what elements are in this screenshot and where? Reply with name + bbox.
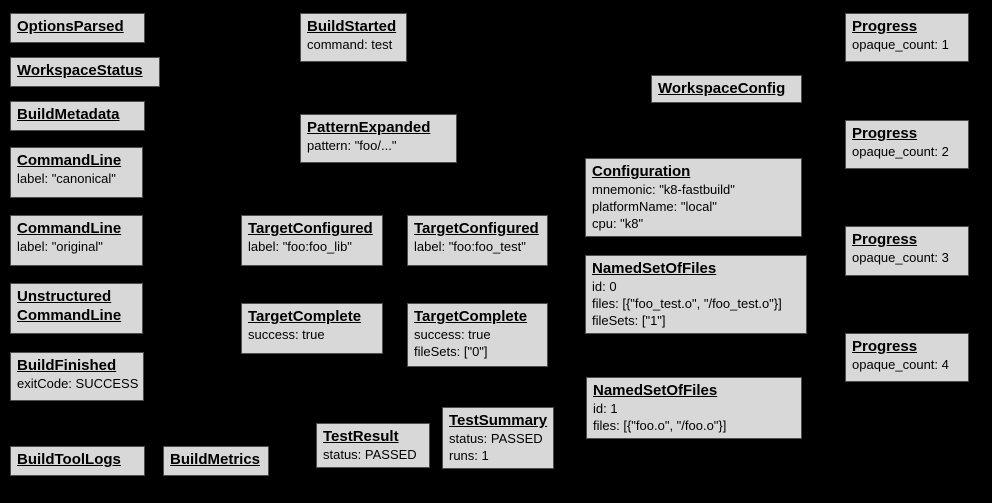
node-progress-3: Progress opaque_count: 3 <box>845 226 969 276</box>
node-target-configured-foo-lib: TargetConfigured label: "foo:foo_lib" <box>241 215 383 266</box>
node-title: NamedSetOfFiles <box>592 260 717 277</box>
node-title: Unstructured CommandLine <box>17 288 122 324</box>
node-title: TargetConfigured <box>248 220 373 237</box>
node-named-set-of-files-0: NamedSetOfFiles id: 0 files: [{"foo_test… <box>585 255 807 334</box>
node-attr: runs: 1 <box>449 448 489 463</box>
node-attr: platformName: "local" <box>592 199 717 214</box>
node-attr: id: 1 <box>593 401 618 416</box>
node-title: BuildMetadata <box>17 106 120 123</box>
node-title: NamedSetOfFiles <box>593 382 718 399</box>
node-build-finished: BuildFinished exitCode: SUCCESS <box>10 352 144 401</box>
node-title: TargetComplete <box>414 308 528 325</box>
node-test-summary: TestSummary status: PASSED runs: 1 <box>442 407 554 469</box>
node-attr: label: "canonical" <box>17 171 116 186</box>
node-attr: command: test <box>307 37 393 52</box>
node-pattern-expanded: PatternExpanded pattern: "foo/..." <box>300 114 457 163</box>
node-progress-2: Progress opaque_count: 2 <box>845 120 969 169</box>
node-build-tool-logs: BuildToolLogs <box>10 446 145 476</box>
node-configuration: Configuration mnemonic: "k8-fastbuild" p… <box>585 158 802 237</box>
node-attr: mnemonic: "k8-fastbuild" <box>592 182 735 197</box>
node-workspace-status: WorkspaceStatus <box>10 57 160 87</box>
node-title: Configuration <box>592 163 691 180</box>
node-title: OptionsParsed <box>17 18 124 35</box>
node-title: Progress <box>852 125 918 142</box>
node-title: WorkspaceConfig <box>658 80 786 97</box>
node-progress-4: Progress opaque_count: 4 <box>845 333 969 382</box>
node-title: TestResult <box>323 428 399 445</box>
node-title: CommandLine <box>17 220 122 237</box>
node-attr: label: "foo:foo_lib" <box>248 239 352 254</box>
node-title: BuildStarted <box>307 18 397 35</box>
node-attr: files: [{"foo.o", "/foo.o"}] <box>593 418 727 433</box>
node-title: TargetComplete <box>248 308 362 325</box>
node-attr: fileSets: ["1"] <box>592 313 666 328</box>
node-title: TestSummary <box>449 412 548 429</box>
node-command-line-canonical: CommandLine label: "canonical" <box>10 147 143 198</box>
node-attr: opaque_count: 4 <box>852 357 949 372</box>
node-attr: status: PASSED <box>449 431 543 446</box>
node-attr: pattern: "foo/..." <box>307 138 397 153</box>
node-attr: fileSets: ["0"] <box>414 344 488 359</box>
node-attr: label: "foo:foo_test" <box>414 239 526 254</box>
node-options-parsed: OptionsParsed <box>10 13 145 43</box>
node-attr: cpu: "k8" <box>592 216 644 231</box>
node-progress-1: Progress opaque_count: 1 <box>845 13 969 62</box>
node-target-complete-foo-test: TargetComplete success: true fileSets: [… <box>407 303 548 367</box>
node-build-metrics: BuildMetrics <box>163 446 269 476</box>
node-build-metadata: BuildMetadata <box>10 101 145 131</box>
node-workspace-config: WorkspaceConfig <box>651 75 802 103</box>
node-attr: opaque_count: 3 <box>852 250 949 265</box>
node-unstructured-command-line: Unstructured CommandLine <box>10 283 143 334</box>
node-test-result: TestResult status: PASSED <box>316 423 430 468</box>
node-attr: opaque_count: 2 <box>852 144 949 159</box>
node-command-line-original: CommandLine label: "original" <box>10 215 143 266</box>
node-attr: success: true <box>248 327 325 342</box>
node-attr: files: [{"foo_test.o", "/foo_test.o"}] <box>592 296 782 311</box>
node-title: WorkspaceStatus <box>17 62 143 79</box>
node-title: Progress <box>852 231 918 248</box>
node-attr: label: "original" <box>17 239 103 254</box>
node-attr: opaque_count: 1 <box>852 37 949 52</box>
node-attr: id: 0 <box>592 279 617 294</box>
node-attr: success: true <box>414 327 491 342</box>
node-title: BuildMetrics <box>170 451 261 468</box>
node-target-complete-foo-lib: TargetComplete success: true <box>241 303 383 354</box>
node-title: CommandLine <box>17 152 122 169</box>
node-title: BuildFinished <box>17 357 117 374</box>
node-named-set-of-files-1: NamedSetOfFiles id: 1 files: [{"foo.o", … <box>586 377 802 439</box>
node-target-configured-foo-test: TargetConfigured label: "foo:foo_test" <box>407 215 548 266</box>
node-attr: exitCode: SUCCESS <box>17 376 139 391</box>
node-build-started: BuildStarted command: test <box>300 13 407 62</box>
node-title: PatternExpanded <box>307 119 431 136</box>
node-title: TargetConfigured <box>414 220 539 237</box>
node-attr: status: PASSED <box>323 447 417 462</box>
node-title: Progress <box>852 18 918 35</box>
node-title: BuildToolLogs <box>17 451 121 468</box>
node-title: Progress <box>852 338 918 355</box>
